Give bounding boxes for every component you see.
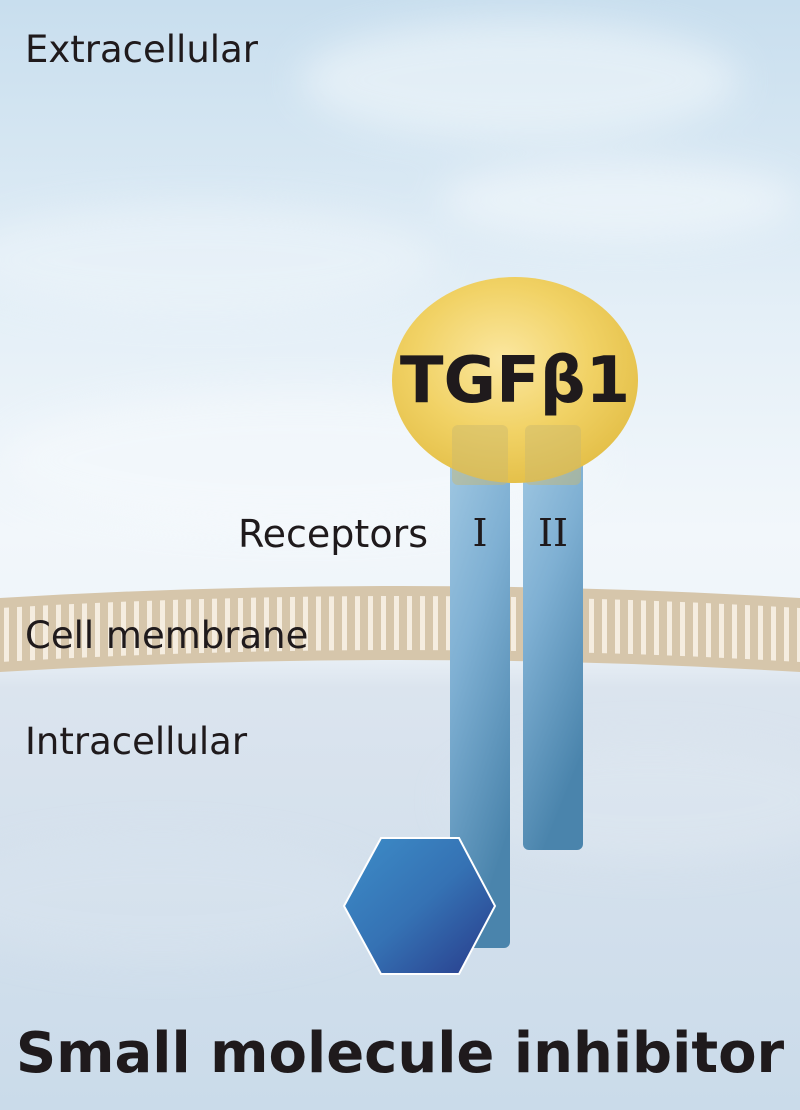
label-intracellular: Intracellular [25,720,248,763]
label-cell-membrane: Cell membrane [25,614,308,657]
label-receptors: Receptors [238,512,428,556]
receptor-ii [523,425,583,850]
receptor-i [450,425,510,948]
label-receptor-i: I [472,511,487,555]
receptor-i-top [452,425,508,485]
label-extracellular: Extracellular [25,28,259,71]
label-ligand: TGFβ1 [400,344,630,418]
membrane-stripes [0,596,800,662]
cell-membrane [0,586,800,672]
inhibitor-hexagon [342,837,497,975]
receptor-ii-top [525,425,581,485]
label-inhibitor: Small molecule inhibitor [16,1021,785,1086]
tgfb1-ligand [392,277,638,483]
label-receptor-ii: II [538,511,568,555]
